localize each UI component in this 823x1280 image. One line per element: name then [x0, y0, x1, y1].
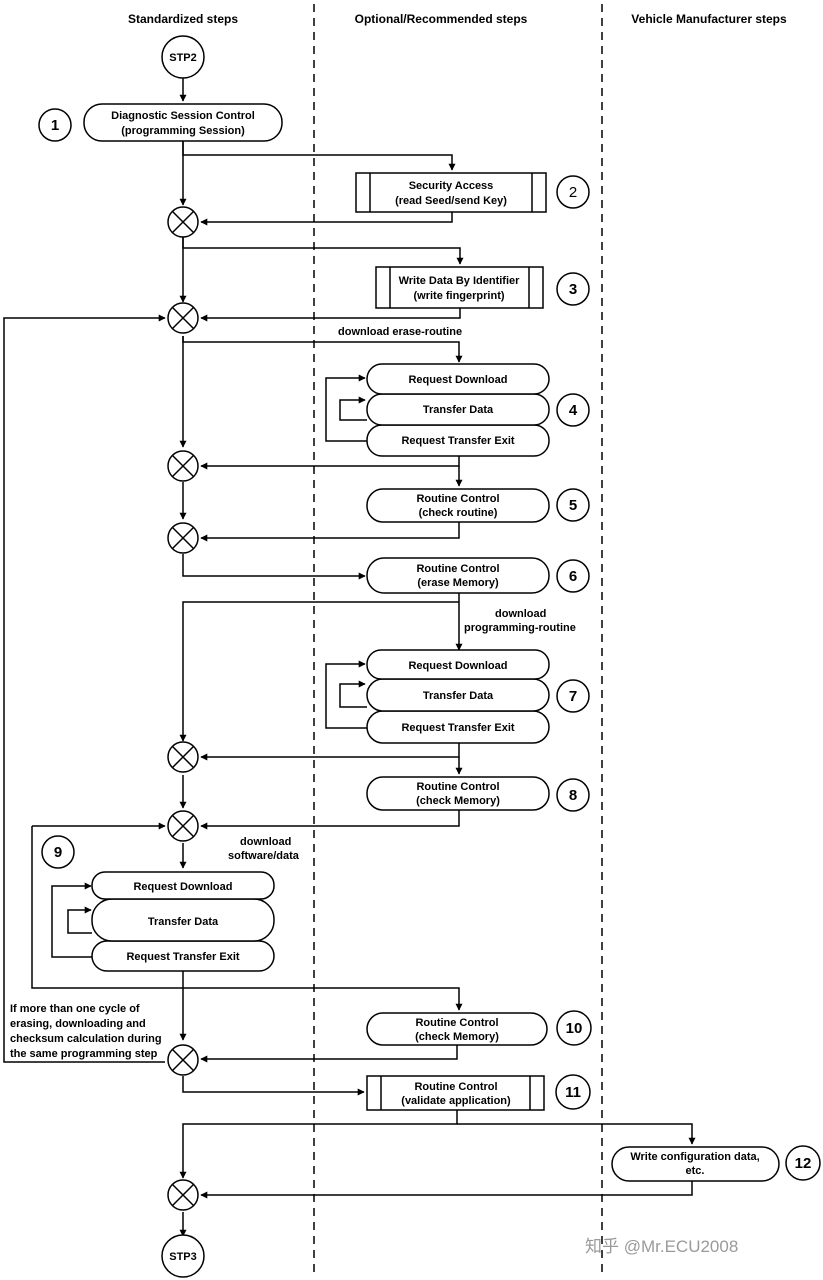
step-3-line1: Write Data By Identifier — [399, 275, 521, 287]
annotation-loop-note-2: erasing, downloading and — [10, 1018, 146, 1030]
step-10-routine-control-check-memory: Routine Control (check Memory) — [366, 1012, 548, 1046]
svg-text:7: 7 — [569, 688, 577, 705]
svg-text:11: 11 — [565, 1084, 581, 1101]
merge-node-7 — [167, 1044, 199, 1076]
step-5-line1: Routine Control — [416, 493, 499, 505]
end-label: STP3 — [169, 1251, 197, 1263]
step-6-line2: (erase Memory) — [417, 577, 499, 589]
step-number-7: 7 — [556, 679, 590, 713]
step-4-request-download: Request Download — [408, 374, 507, 386]
step-4-transfer-data: Transfer Data — [423, 404, 494, 416]
step-5-routine-control-check-routine: Routine Control (check routine) — [366, 488, 550, 523]
svg-text:10: 10 — [566, 1020, 583, 1037]
step-2-line2: (read Seed/send Key) — [395, 195, 507, 207]
step-11-routine-control-validate-application: Routine Control (validate application) — [366, 1075, 545, 1111]
step-7-request-download: Request Download — [408, 660, 507, 672]
annotation-loop-note-1: If more than one cycle of — [10, 1003, 140, 1015]
step-number-6: 6 — [556, 559, 590, 593]
step-number-9: 9 — [41, 835, 75, 869]
svg-text:12: 12 — [795, 1155, 812, 1172]
step-number-1: 1 — [38, 108, 72, 142]
step-7-request-transfer-exit: Request Transfer Exit — [401, 722, 514, 734]
step-2-security-access: Security Access (read Seed/send Key) — [355, 172, 547, 213]
step-6-line1: Routine Control — [416, 563, 499, 575]
svg-text:4: 4 — [569, 402, 578, 419]
step-12-line1: Write configuration data, — [630, 1151, 759, 1163]
step-1-diagnostic-session-control: Diagnostic Session Control (programming … — [83, 103, 283, 142]
step-number-12: 12 — [785, 1145, 821, 1181]
step-1-line1: Diagnostic Session Control — [111, 110, 255, 122]
step-number-5: 5 — [556, 488, 590, 522]
annotation-download-erase-routine: download erase-routine — [338, 326, 462, 338]
step-7-transfer-data: Transfer Data — [423, 690, 494, 702]
step-8-line2: (check Memory) — [416, 795, 500, 807]
watermark: 知乎 @Mr.ECU2008 — [585, 1237, 738, 1256]
step-10-line2: (check Memory) — [415, 1031, 499, 1043]
merge-node-1 — [167, 206, 199, 238]
step-number-3: 3 — [556, 272, 590, 306]
step-9-transfer-data: Transfer Data — [148, 916, 219, 928]
step-5-line2: (check routine) — [419, 507, 498, 519]
annotation-download-software-1: download — [240, 836, 291, 848]
step-6-routine-control-erase-memory: Routine Control (erase Memory) — [366, 557, 550, 594]
step-7-download-programming-routine: Request Download Transfer Data Request T… — [366, 649, 550, 744]
annotation-loop-note-3: checksum calculation during — [10, 1033, 162, 1045]
step-11-line2: (validate application) — [401, 1095, 511, 1107]
step-2-line1: Security Access — [409, 180, 494, 192]
annotation-download-software-2: software/data — [228, 850, 300, 862]
svg-text:6: 6 — [569, 568, 577, 585]
svg-text:2: 2 — [569, 184, 577, 201]
merge-node-4 — [167, 522, 199, 554]
step-3-write-data-by-identifier: Write Data By Identifier (write fingerpr… — [375, 266, 544, 309]
step-3-line2: (write fingerprint) — [413, 290, 504, 302]
merge-node-8 — [167, 1179, 199, 1211]
step-8-line1: Routine Control — [416, 781, 499, 793]
step-11-line1: Routine Control — [414, 1081, 497, 1093]
step-9-download-software: Request Download Transfer Data Request T… — [91, 871, 275, 972]
svg-text:8: 8 — [569, 787, 577, 804]
step-1-line2: (programming Session) — [121, 125, 245, 137]
step-number-10: 10 — [556, 1010, 592, 1046]
step-9-request-download: Request Download — [133, 881, 232, 893]
header-manufacturer: Vehicle Manufacturer steps — [631, 12, 787, 26]
start-node: STP2 — [161, 35, 205, 79]
annotation-download-prog-2: programming-routine — [464, 622, 576, 634]
step-10-line1: Routine Control — [415, 1017, 498, 1029]
annotation-download-prog-1: download — [495, 608, 546, 620]
header-standardized: Standardized steps — [128, 12, 238, 26]
step-12-write-configuration-data: Write configuration data, etc. — [611, 1146, 780, 1182]
step-4-request-transfer-exit: Request Transfer Exit — [401, 435, 514, 447]
annotation-loop-note-4: the same programming step — [10, 1048, 158, 1060]
start-label: STP2 — [169, 52, 197, 64]
step-8-routine-control-check-memory: Routine Control (check Memory) — [366, 776, 550, 811]
svg-text:9: 9 — [54, 844, 62, 861]
step-number-2: 2 — [556, 175, 590, 209]
merge-node-5 — [167, 741, 199, 773]
merge-node-3 — [167, 450, 199, 482]
svg-text:5: 5 — [569, 497, 577, 514]
step-12-line2: etc. — [686, 1165, 705, 1177]
step-number-11: 11 — [555, 1074, 591, 1110]
merge-node-6 — [167, 810, 199, 842]
svg-text:1: 1 — [51, 117, 59, 134]
merge-node-2 — [167, 302, 199, 334]
step-9-request-transfer-exit: Request Transfer Exit — [126, 951, 239, 963]
step-4-download-erase-routine: Request Download Transfer Data Request T… — [366, 363, 550, 457]
header-optional: Optional/Recommended steps — [355, 12, 528, 26]
svg-text:3: 3 — [569, 281, 577, 298]
step-number-4: 4 — [556, 393, 590, 427]
end-node: STP3 — [161, 1234, 205, 1278]
step-number-8: 8 — [556, 778, 590, 812]
